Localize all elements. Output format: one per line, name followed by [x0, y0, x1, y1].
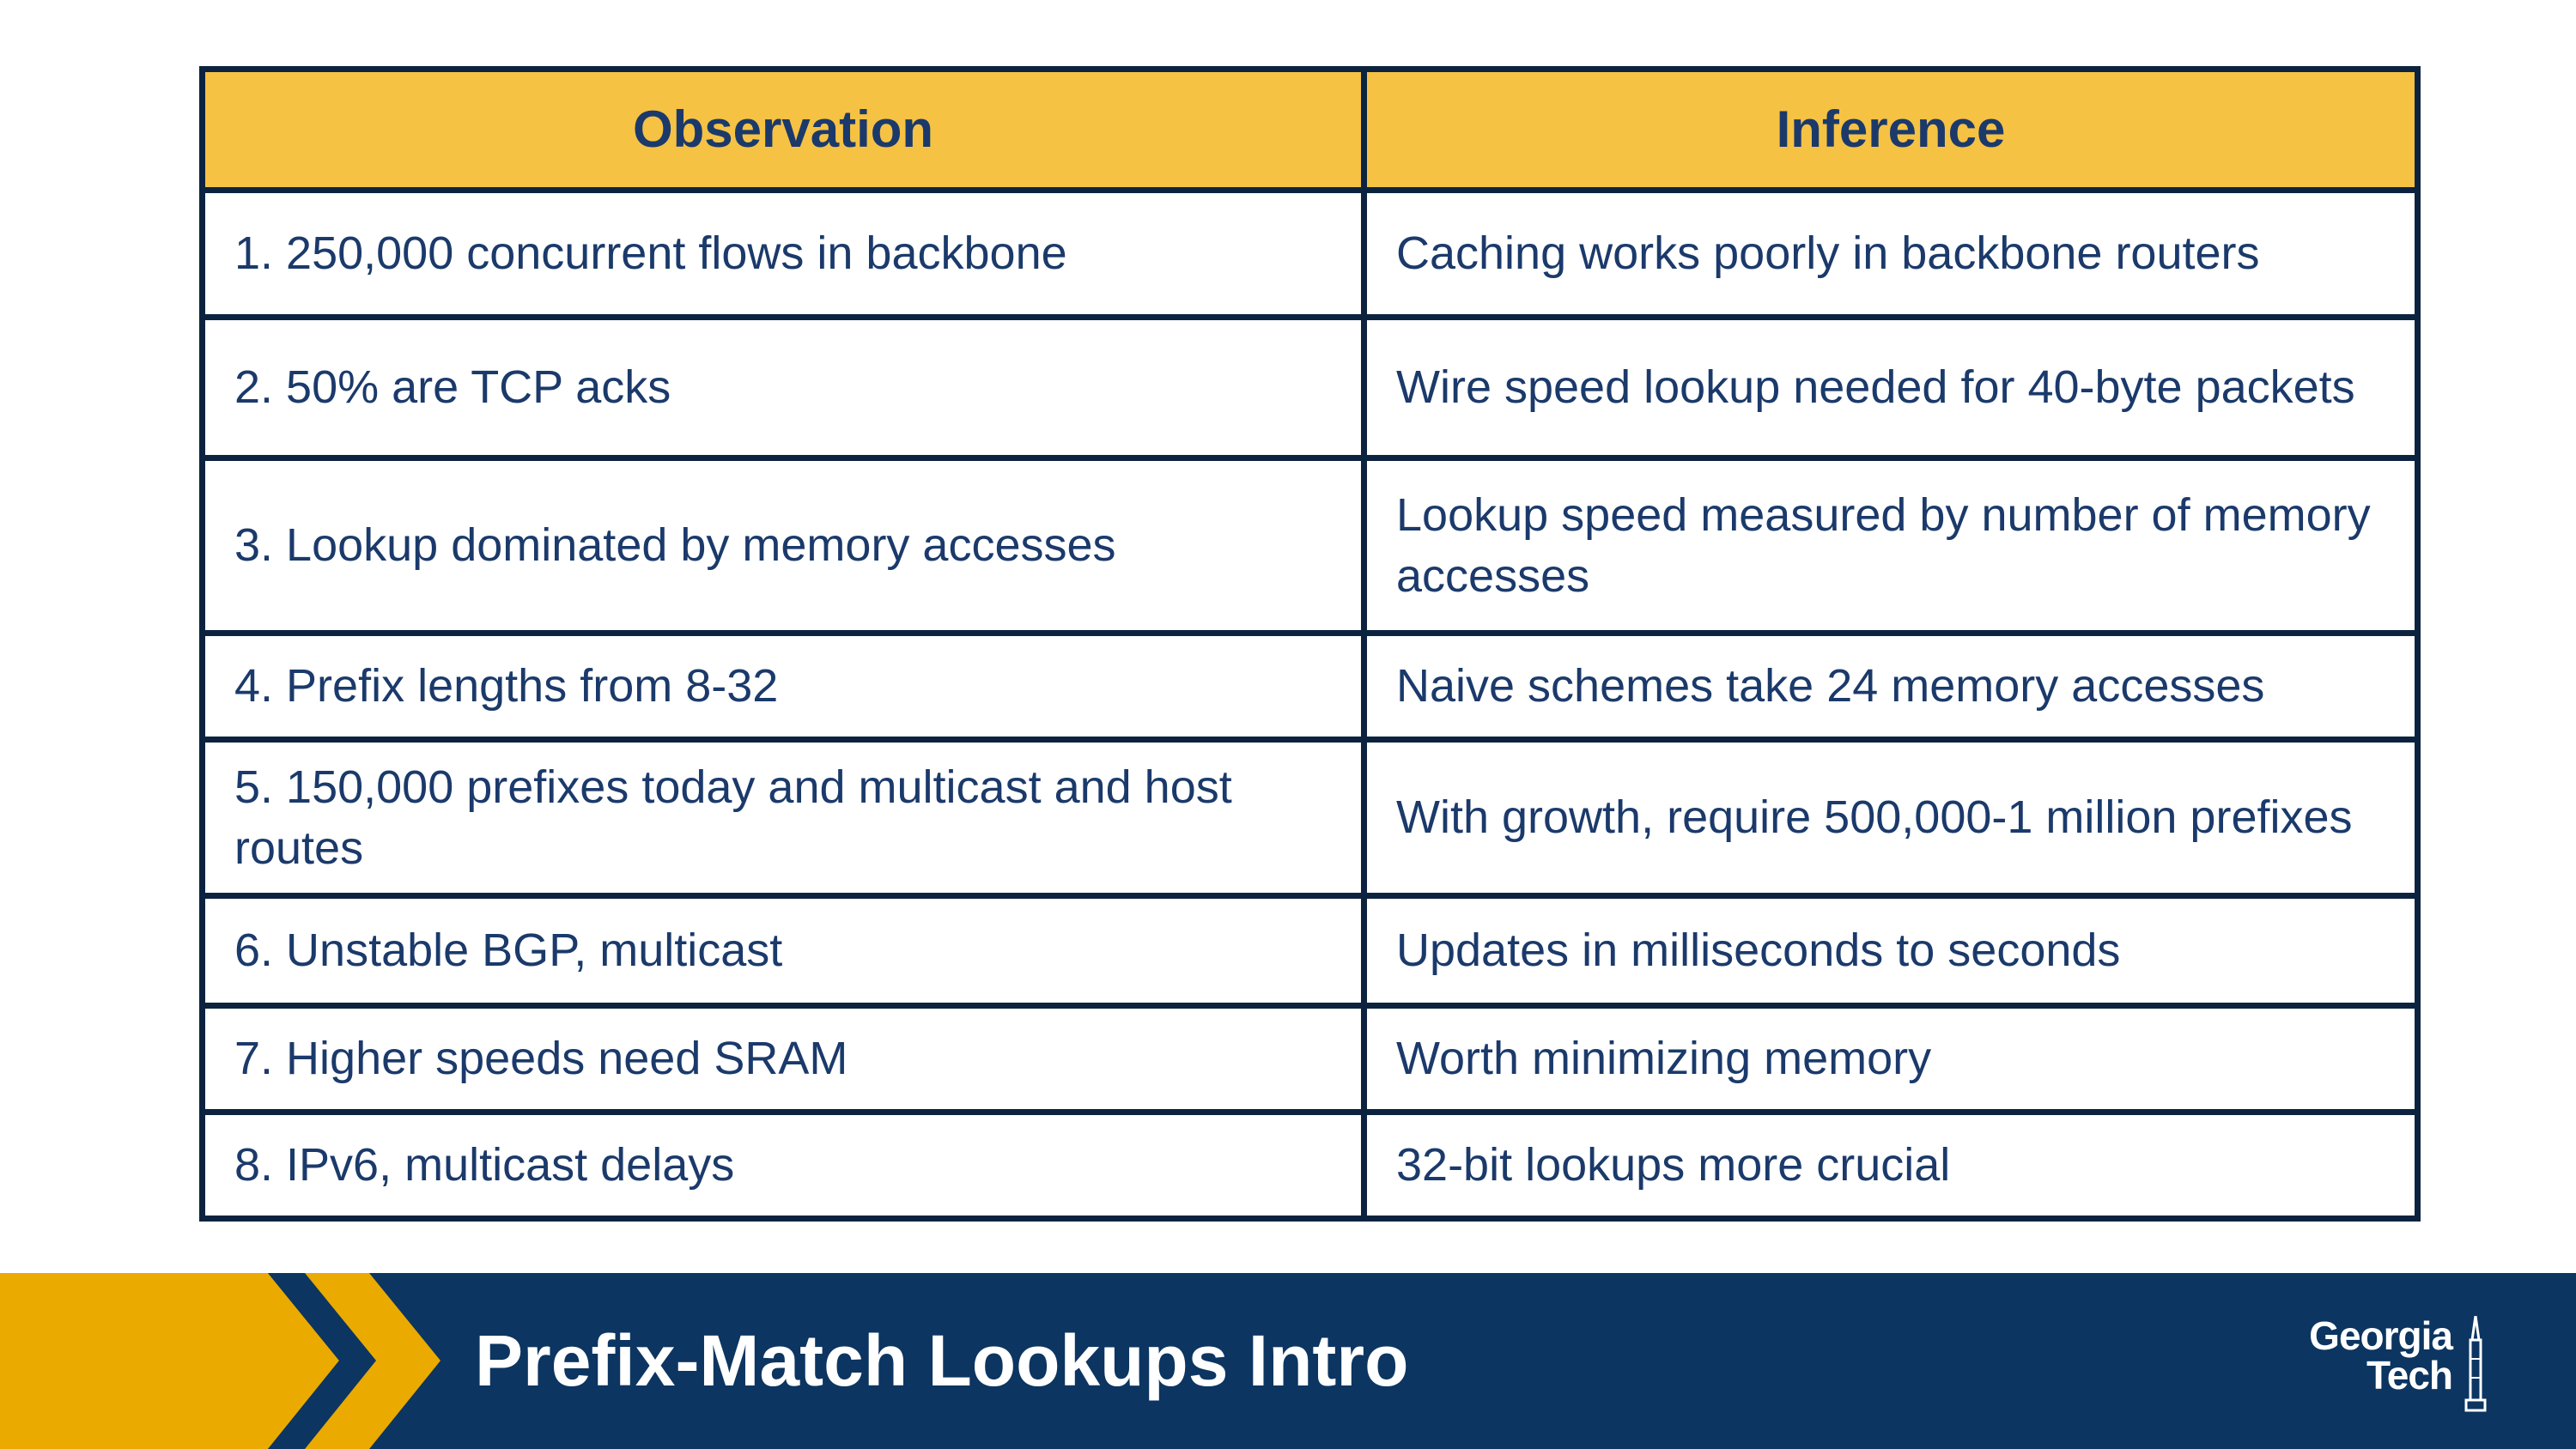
table-row: 7. Higher speeds need SRAM Worth minimiz… [199, 1003, 2421, 1115]
slide-title: Prefix-Match Lookups Intro [475, 1320, 1409, 1401]
table-header-row: Observation Inference [199, 66, 2421, 193]
logo-text: Georgia Tech [2309, 1313, 2453, 1397]
inference-cell: Worth minimizing memory [1361, 1003, 2421, 1115]
observation-cell: 5. 150,000 prefixes today and multicast … [199, 737, 1367, 899]
header-inference: Inference [1361, 66, 2421, 193]
observation-cell: 6. Unstable BGP, multicast [199, 893, 1367, 1009]
inference-cell: Updates in milliseconds to seconds [1361, 893, 2421, 1009]
observation-cell: 2. 50% are TCP acks [199, 314, 1367, 461]
georgia-tech-logo: Georgia Tech [2250, 1316, 2490, 1419]
observation-table-container: Observation Inference 1. 250,000 concurr… [199, 66, 2421, 1222]
table-row: 1. 250,000 concurrent flows in backbone … [199, 187, 2421, 320]
observation-cell: 4. Prefix lengths from 8-32 [199, 630, 1367, 743]
chevron-arrows-icon [0, 1273, 440, 1449]
table-row: 2. 50% are TCP acks Wire speed lookup ne… [199, 314, 2421, 461]
table-row: 8. IPv6, multicast delays 32-bit lookups… [199, 1109, 2421, 1222]
header-observation: Observation [199, 66, 1367, 193]
inference-cell: Wire speed lookup needed for 40-byte pac… [1361, 314, 2421, 461]
observation-cell: 1. 250,000 concurrent flows in backbone [199, 187, 1367, 320]
table-row: 6. Unstable BGP, multicast Updates in mi… [199, 893, 2421, 1009]
logo-line-1: Georgia [2309, 1313, 2453, 1358]
logo-line-2: Tech [2366, 1353, 2453, 1397]
table-row: 4. Prefix lengths from 8-32 Naive scheme… [199, 630, 2421, 743]
inference-cell: 32-bit lookups more crucial [1361, 1109, 2421, 1222]
observation-cell: 8. IPv6, multicast delays [199, 1109, 1367, 1222]
table-row: 5. 150,000 prefixes today and multicast … [199, 737, 2421, 899]
tower-icon [2464, 1316, 2487, 1412]
footer-banner: Prefix-Match Lookups Intro Georgia Tech [0, 1273, 2576, 1449]
table-row: 3. Lookup dominated by memory accesses L… [199, 455, 2421, 636]
observation-cell: 7. Higher speeds need SRAM [199, 1003, 1367, 1115]
inference-cell: Lookup speed measured by number of memor… [1361, 455, 2421, 636]
observation-inference-table: Observation Inference 1. 250,000 concurr… [199, 66, 2421, 1222]
observation-cell: 3. Lookup dominated by memory accesses [199, 455, 1367, 636]
inference-cell: With growth, require 500,000-1 million p… [1361, 737, 2421, 899]
inference-cell: Naive schemes take 24 memory accesses [1361, 630, 2421, 743]
inference-cell: Caching works poorly in backbone routers [1361, 187, 2421, 320]
